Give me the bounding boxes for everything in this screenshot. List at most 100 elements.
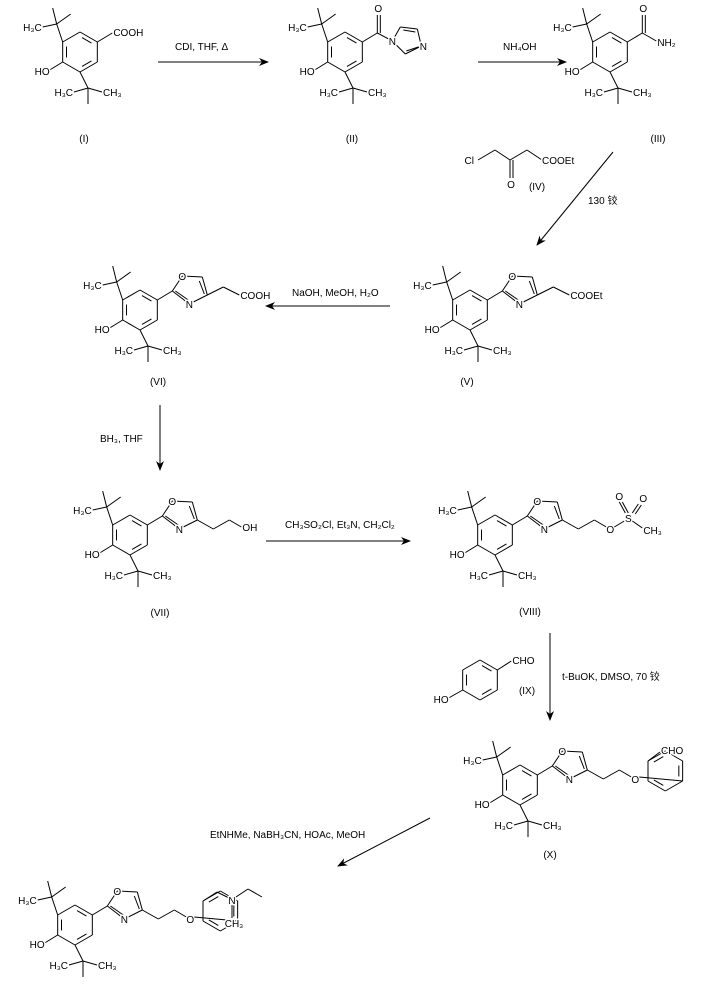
ring-double-bond [481, 688, 492, 695]
ring-bond [462, 689, 481, 701]
chlorine-label: Cl [465, 156, 474, 167]
carbonyl-oxygen: O [507, 180, 515, 191]
oxazole-nitrogen: N [566, 775, 573, 786]
bond [572, 23, 587, 28]
methyl-label: H₃C [83, 281, 102, 292]
bond [162, 515, 180, 530]
bond [631, 503, 639, 514]
bond [582, 7, 588, 25]
tert-butyl-bond [494, 554, 504, 572]
ring-bond [477, 544, 496, 556]
methyl-label: CH₃ [518, 571, 537, 582]
hydroxyl-label: HO [450, 550, 465, 561]
bond [112, 265, 118, 283]
bond [512, 275, 533, 278]
ring-bond [62, 31, 81, 43]
hydroxyl-label: HO [30, 940, 45, 951]
ring-double-bond [521, 770, 532, 777]
bond [627, 32, 643, 43]
bond [116, 271, 131, 283]
ring-bond [129, 544, 148, 556]
compound-label-IV: (IV) [529, 182, 545, 193]
ring-bond [519, 794, 538, 806]
bond [513, 820, 529, 826]
oxazole-nitrogen: N [516, 300, 523, 311]
tert-butyl-bond [116, 281, 124, 301]
ring-bond [609, 31, 628, 43]
bond [52, 7, 58, 25]
bond [207, 286, 224, 296]
ring-bond [462, 659, 481, 671]
bond [307, 23, 322, 28]
methyl-label: H₃C [49, 961, 68, 972]
reaction-arrow-3 [536, 151, 614, 246]
bond [106, 890, 118, 907]
ring-bond [452, 319, 471, 331]
methyl-label: CH₃ [98, 961, 117, 972]
bond [137, 570, 153, 576]
ring-bond [502, 794, 521, 806]
double-bond [198, 280, 205, 295]
tert-butyl-bond [106, 506, 114, 526]
bond [569, 769, 588, 780]
tert-butyl-bond [129, 554, 139, 572]
ring-bond [79, 31, 98, 43]
hydroxyl-bond [109, 319, 123, 329]
bond [172, 290, 190, 305]
bond [457, 506, 472, 511]
hydroxyl-label: HO [425, 325, 440, 336]
bond [213, 519, 230, 530]
bond [92, 506, 107, 511]
ether-oxygen: O [186, 915, 194, 926]
tert-butyl-bond [51, 896, 59, 916]
bond [42, 23, 57, 28]
ring-bond [479, 689, 498, 701]
bond [492, 740, 498, 758]
hydroxyl-bond [99, 544, 113, 554]
ring-bond [344, 61, 363, 73]
bond [526, 149, 543, 161]
bond [161, 500, 173, 517]
methyl-label: H₃C [584, 88, 603, 99]
bond [621, 501, 629, 514]
carboxyl-label: COOH [113, 28, 143, 39]
ring-bond [665, 750, 683, 762]
hydroxyl-bond [44, 934, 58, 944]
bond [562, 750, 583, 753]
ring-double-bond [208, 919, 219, 926]
bond [158, 909, 175, 920]
ring-bond [665, 780, 683, 792]
bond [647, 751, 661, 762]
bond [182, 275, 203, 278]
ring-bond [327, 31, 346, 43]
bond [501, 275, 513, 292]
tert-butyl-bond [446, 281, 454, 301]
double-bond [553, 505, 560, 520]
bond [544, 519, 563, 530]
methyl-label: H₃C [463, 756, 482, 767]
methyl-label: CH₃ [643, 526, 662, 537]
bond [446, 271, 461, 283]
bond [97, 32, 113, 43]
methyl-label: CH₃ [163, 346, 182, 357]
bond [471, 496, 486, 508]
hydroxyl-label: HO [35, 67, 50, 78]
ring-bond [112, 514, 131, 526]
ester-label: COOEt [542, 156, 574, 167]
bond [229, 519, 242, 528]
carbonyl-oxygen: O [374, 4, 382, 15]
methyl-label: H₃C [469, 571, 488, 582]
compound-label-I: (I) [79, 134, 88, 145]
hydroxyl-bond [314, 61, 328, 71]
tert-butyl-bond [321, 23, 329, 43]
aldehyde-label: CHO [661, 746, 683, 757]
bond [189, 294, 208, 305]
compound-label-VI: (VI) [150, 377, 166, 388]
double-bond [165, 515, 179, 526]
bond [432, 281, 447, 286]
hydroxyl-bond [439, 319, 453, 329]
double-bond [110, 905, 124, 916]
tert-butyl-bond [609, 71, 619, 89]
methyl-label: H₃C [494, 821, 513, 832]
methyl-label: CH₃ [493, 346, 512, 357]
